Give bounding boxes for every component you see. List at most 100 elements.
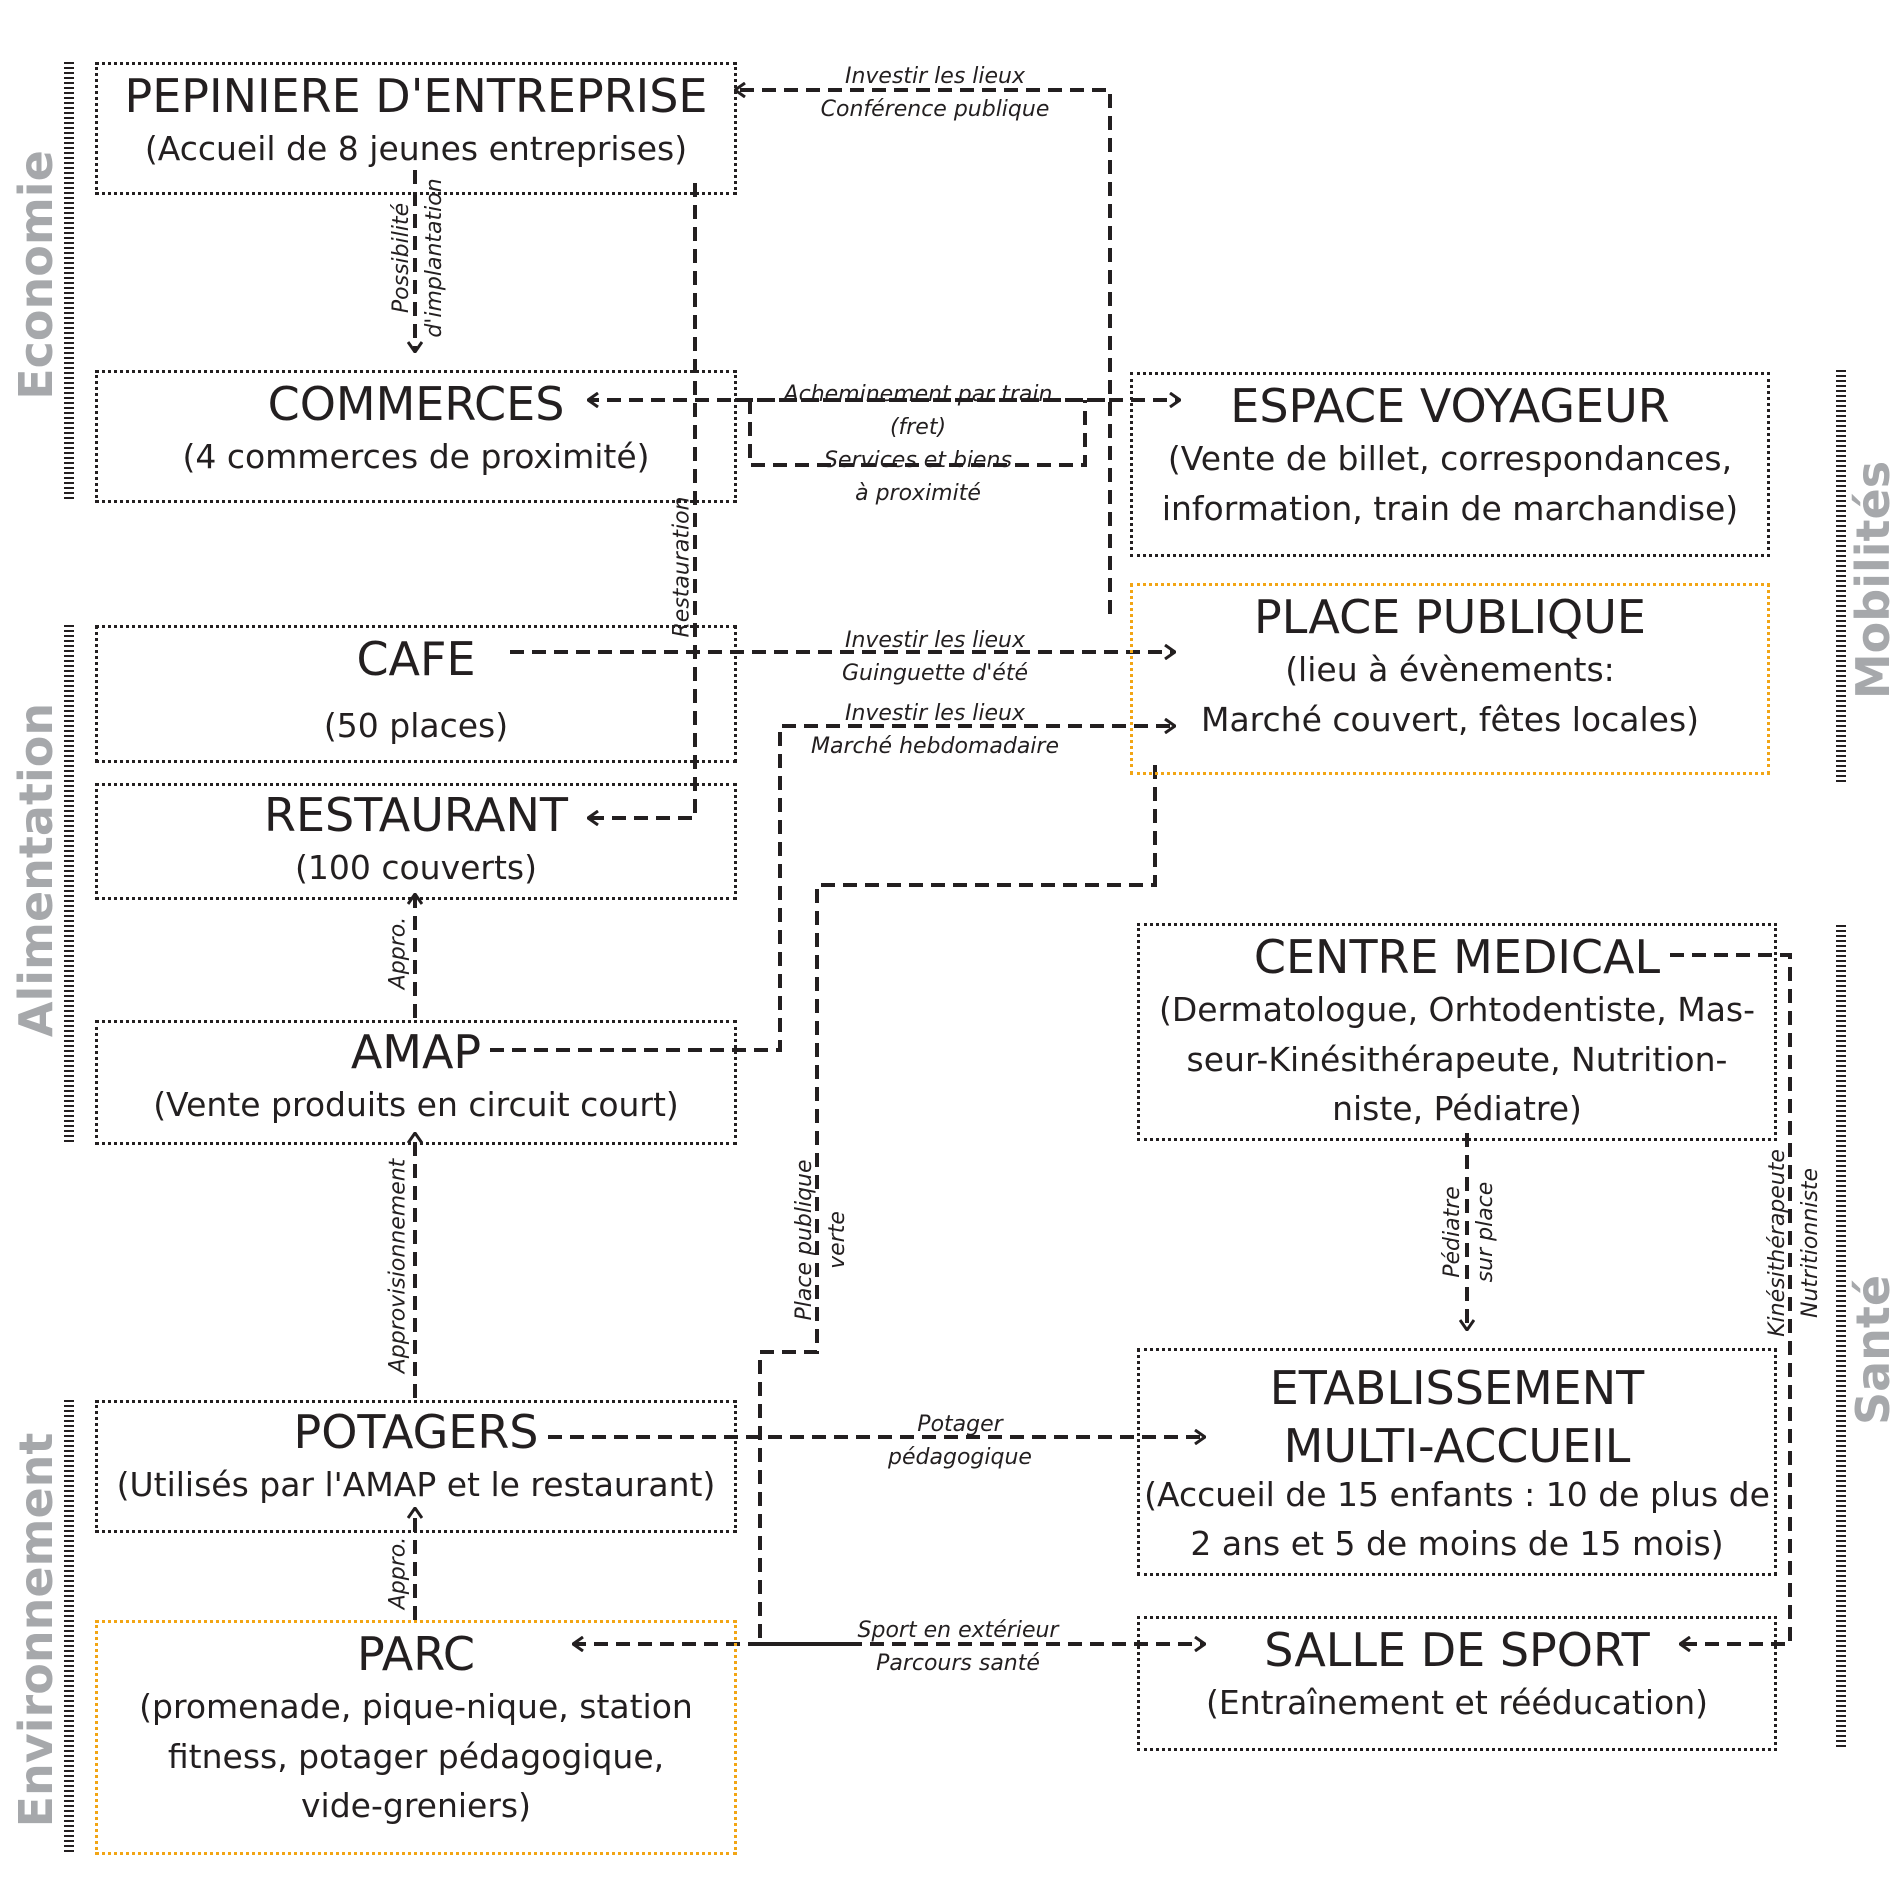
label-restauration: Restauration <box>666 496 699 637</box>
label-marche: Investir les lieux Marché hebdomadaire <box>811 697 1059 763</box>
etablissement-title-2: MULTI-ACCUEIL <box>1283 1418 1631 1473</box>
label-place-verte-1: Place publique <box>792 1159 817 1321</box>
salle-sport-line-1: (Entraînement et rééducation) <box>1205 1683 1709 1723</box>
amap-line-1: (Vente produits en circuit court) <box>153 1085 679 1125</box>
parc-line-2: fitness, potager pédagogique, <box>167 1736 665 1776</box>
box-espace-voyageur: ESPACE VOYAGEUR (Vente de billet, corres… <box>1130 372 1770 557</box>
place-publique-line-1: (lieu à évènements: <box>1285 650 1615 690</box>
box-potagers: POTAGERS (Utilisés par l'AMAP et le rest… <box>95 1400 737 1533</box>
category-mobilites: Mobilités <box>1846 460 1900 700</box>
parc-title: PARC <box>356 1627 476 1681</box>
bar-mobilites <box>1836 370 1846 785</box>
label-potager-pedagogique-2: pédagogique <box>888 1445 1032 1470</box>
label-pediatre: Pédiatre sur place <box>1436 1182 1502 1283</box>
espace-voyageur-line-1: (Vente de billet, correspondances, <box>1167 439 1733 479</box>
commerces-line-1: (4 commerces de proximité) <box>182 437 650 477</box>
label-potager-pedagogique-1: Potager <box>917 1412 1003 1437</box>
box-restaurant: RESTAURANT (100 couverts) <box>95 783 737 900</box>
label-kine-2: Nutritionniste <box>1798 1167 1823 1319</box>
link-place-parc <box>758 765 1157 1644</box>
etablissement-title: ETABLISSEMENT <box>1269 1361 1645 1415</box>
commerces-title: COMMERCES <box>267 377 565 431</box>
cafe-title: CAFE <box>356 632 476 686</box>
centre-medical-line-3: niste, Pédiatre) <box>1332 1089 1582 1129</box>
label-fret-1: Acheminement par train <box>783 382 1053 407</box>
centre-medical-line-1: (Dermatologue, Orhtodentiste, Mas- <box>1158 990 1756 1030</box>
label-guinguette: Investir les lieux Guinguette d'été <box>842 624 1028 690</box>
label-sport-exterieur-1: Sport en extérieur <box>857 1618 1059 1643</box>
label-marche-2: Marché hebdomadaire <box>811 734 1059 759</box>
label-place-verte: Place publique verte <box>788 1159 854 1320</box>
place-publique-title: PLACE PUBLIQUE <box>1254 590 1646 644</box>
label-fret-4: à proximité <box>855 481 981 506</box>
label-investir-conference-1: Investir les lieux <box>844 64 1026 89</box>
label-guinguette-1: Investir les lieux <box>844 628 1026 653</box>
label-pediatre-1: Pédiatre <box>1440 1186 1465 1278</box>
category-alimentation: Alimentation <box>9 702 63 1038</box>
label-guinguette-2: Guinguette d'été <box>842 661 1028 686</box>
label-sport-exterieur: Sport en extérieur Parcours santé <box>858 1614 1059 1680</box>
label-appro-1-text: Appro. <box>385 916 411 990</box>
centre-medical-line-2: seur-Kinésithérapeute, Nutrition- <box>1186 1039 1728 1079</box>
label-fret: Acheminement par train (fret) Services e… <box>784 378 1053 510</box>
bar-economie <box>64 62 74 502</box>
label-appro-1: Appro. <box>382 917 415 989</box>
potagers-line-1: (Utilisés par l'AMAP et le restaurant) <box>116 1465 716 1505</box>
box-place-publique: PLACE PUBLIQUE (lieu à évènements: March… <box>1130 583 1770 775</box>
espace-voyageur-title: ESPACE VOYAGEUR <box>1230 379 1670 433</box>
pepiniere-line-1: (Accueil de 8 jeunes entreprises) <box>144 129 688 169</box>
label-marche-1: Investir les lieux <box>844 701 1026 726</box>
link-fret-bracket <box>748 400 1087 467</box>
label-restauration-1: Restauration <box>669 496 695 638</box>
label-investir-conference: Investir les lieux Conférence publique <box>821 60 1050 126</box>
etablissement-line-2: 2 ans et 5 de moins de 15 mois) <box>1190 1524 1724 1564</box>
box-pepiniere: PEPINIERE D'ENTREPRISE (Accueil de 8 jeu… <box>95 62 737 195</box>
label-place-verte-2: verte <box>825 1211 850 1269</box>
label-fret-3: Services et biens <box>824 448 1012 473</box>
box-salle-sport: SALLE DE SPORT (Entraînement et rééducat… <box>1137 1616 1777 1751</box>
pepiniere-title: PEPINIERE D'ENTREPRISE <box>124 69 708 123</box>
label-approvisionnement: Approvisionnement <box>382 1159 415 1374</box>
salle-sport-title: SALLE DE SPORT <box>1264 1623 1650 1677</box>
box-cafe: CAFE (50 places) <box>95 625 737 763</box>
restaurant-title: RESTAURANT <box>264 788 568 842</box>
category-economie: Economie <box>9 150 63 400</box>
category-sante: Santé <box>1846 1274 1900 1426</box>
label-implantation-1: Possibilité <box>389 202 414 314</box>
place-publique-line-2: Marché couvert, fêtes locales) <box>1200 699 1700 739</box>
label-sport-exterieur-2: Parcours santé <box>876 1651 1040 1676</box>
restaurant-line-1: (100 couverts) <box>294 848 537 888</box>
link-pepiniere-place <box>735 90 1112 614</box>
box-centre-medical: CENTRE MEDICAL (Dermatologue, Orhtodenti… <box>1137 923 1777 1141</box>
bar-alimentation <box>64 625 74 1145</box>
label-implantation-2: d'implantation <box>422 178 447 338</box>
label-fret-2: (fret) <box>889 415 947 440</box>
espace-voyageur-line-2: information, train de marchandise) <box>1161 488 1739 528</box>
label-appro-2-text: Appro. <box>385 1536 411 1610</box>
label-implantation: Possibilité d'implantation <box>385 178 451 337</box>
potagers-title: POTAGERS <box>293 1405 539 1459</box>
label-pediatre-2: sur place <box>1473 1181 1498 1283</box>
category-environnement: Environnement <box>9 1432 63 1828</box>
amap-title: AMAP <box>350 1025 482 1079</box>
label-approvisionnement-text: Approvisionnement <box>385 1158 411 1374</box>
cafe-line-1: (50 places) <box>323 706 509 746</box>
label-appro-2: Appro. <box>382 1537 415 1609</box>
centre-medical-title: CENTRE MEDICAL <box>1253 930 1661 984</box>
label-kine: Kinésithérapeute Nutritionniste <box>1761 1149 1827 1337</box>
label-investir-conference-2: Conférence publique <box>820 97 1050 122</box>
bar-environnement <box>64 1400 74 1855</box>
box-parc: PARC (promenade, pique-nique, station fi… <box>95 1620 737 1855</box>
box-commerces: COMMERCES (4 commerces de proximité) <box>95 370 737 503</box>
etablissement-line-1: (Accueil de 15 enfants : 10 de plus de <box>1144 1474 1770 1514</box>
box-etablissement: ETABLISSEMENT MULTI-ACCUEIL (Accueil de … <box>1137 1348 1777 1576</box>
link-pepiniere-restaurant <box>588 183 697 818</box>
bar-sante <box>1836 925 1846 1750</box>
box-amap: AMAP (Vente produits en circuit court) <box>95 1020 737 1145</box>
parc-line-3: vide-greniers) <box>301 1786 531 1826</box>
label-kine-1: Kinésithérapeute <box>1765 1149 1790 1337</box>
label-potager-pedagogique: Potager pédagogique <box>888 1408 1032 1474</box>
link-amap-place <box>490 726 1175 1052</box>
